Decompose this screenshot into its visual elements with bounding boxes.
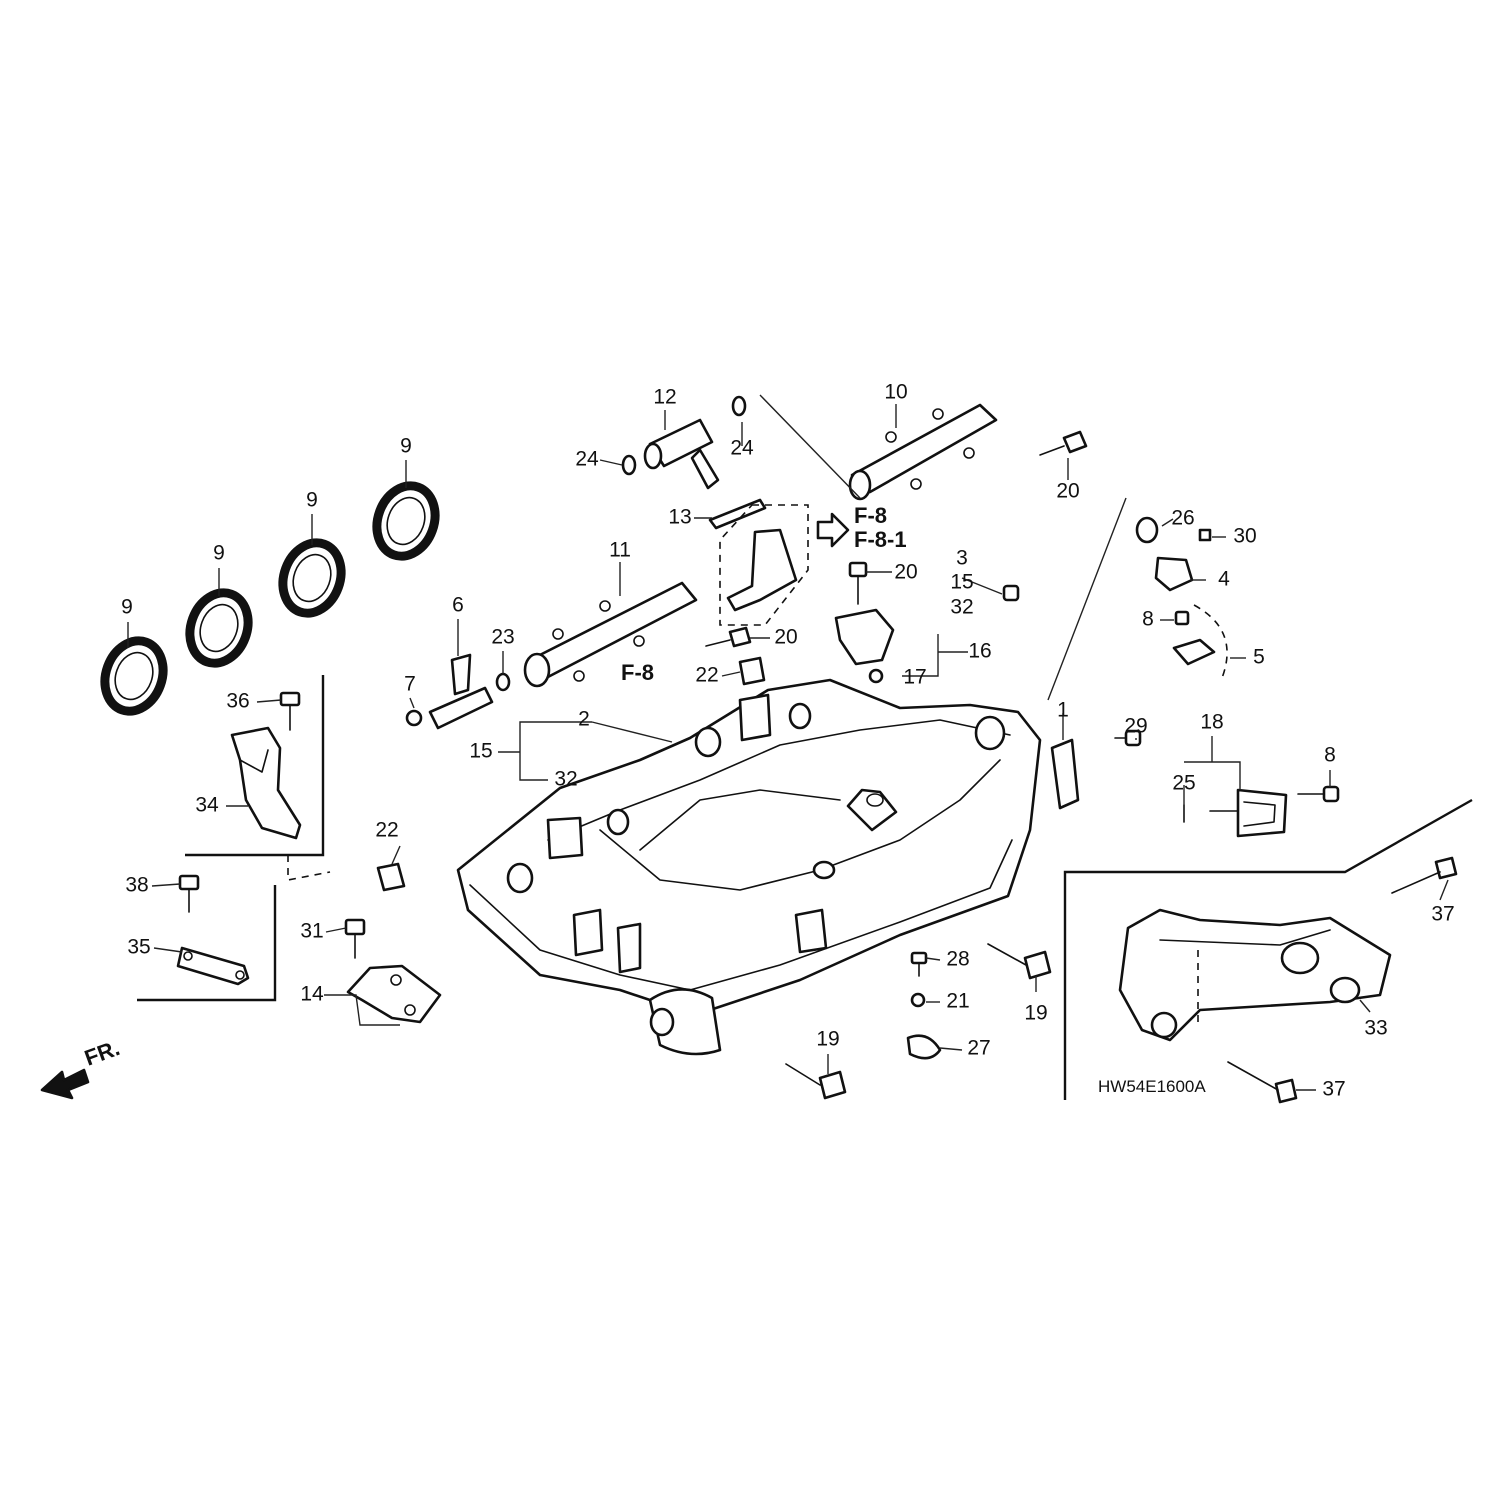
- ref-label: F-8: [621, 660, 654, 685]
- nut-21: [910, 992, 926, 1008]
- seal-ring: [100, 636, 168, 716]
- seal-ring-set: [100, 481, 440, 716]
- bolt-31: [344, 918, 366, 959]
- callout-13: 13: [668, 506, 691, 529]
- callout-37: 37: [1431, 903, 1454, 926]
- callout-1: 1: [1057, 699, 1069, 722]
- callout-31: 31: [300, 920, 323, 943]
- callout-22: 22: [375, 819, 398, 842]
- callout-18: 18: [1200, 711, 1223, 734]
- callout-2: 2: [578, 708, 590, 731]
- sensor-16: [834, 608, 895, 684]
- callout-32: 32: [554, 768, 577, 791]
- callout-9: 9: [121, 596, 133, 619]
- callout-32: 32: [950, 596, 973, 619]
- callout-6: 6: [452, 594, 464, 617]
- ref-arrow: [816, 512, 850, 548]
- collar-22: [738, 656, 766, 686]
- sensor-18: [1183, 785, 1340, 838]
- callout-12: 12: [653, 386, 676, 409]
- inset-33-box: [1063, 798, 1473, 1104]
- screw-36: [279, 691, 301, 731]
- clip-27: [906, 1034, 942, 1060]
- diagram-code: HW54E1600A: [1098, 1077, 1206, 1096]
- bolt-37: [1391, 856, 1458, 894]
- callout-3: 3: [956, 547, 968, 570]
- seal-ring: [278, 538, 346, 618]
- callout-20: 20: [774, 626, 797, 649]
- callout-15: 15: [469, 740, 492, 763]
- callout-27: 27: [967, 1037, 990, 1060]
- direction-label: FR.: [81, 1035, 123, 1071]
- callout-7: 7: [404, 673, 416, 696]
- callout-36: 36: [226, 690, 249, 713]
- callout-9: 9: [213, 542, 225, 565]
- callout-4: 4: [1218, 568, 1230, 591]
- connector-1: [1050, 729, 1142, 810]
- callout-22: 22: [695, 664, 718, 687]
- mount-case-frame: [456, 678, 1042, 1056]
- callout-8: 8: [1324, 744, 1336, 767]
- injector-6: [405, 653, 511, 730]
- callout-24: 24: [575, 448, 599, 471]
- plate-14: [346, 964, 442, 1024]
- fuel-rail-11: [523, 581, 698, 688]
- callout-26: 26: [1171, 507, 1194, 530]
- callout-30: 30: [1233, 525, 1256, 548]
- fuel-rail-10: [848, 403, 998, 501]
- seal-ring: [372, 481, 440, 561]
- callout-33: 33: [1364, 1017, 1387, 1040]
- callout-20: 20: [1056, 480, 1079, 503]
- arm-33: [1118, 908, 1392, 1042]
- bolt-20: [848, 561, 868, 605]
- bolt-20: [1039, 430, 1088, 456]
- plug-15: [1002, 584, 1020, 602]
- callout-9: 9: [400, 435, 412, 458]
- callout-20: 20: [894, 561, 917, 584]
- seal-ring: [185, 588, 253, 668]
- callout-28: 28: [946, 948, 969, 971]
- bracket-34: [230, 726, 302, 840]
- callout-17: 17: [903, 666, 926, 689]
- ref-label: F-8: [854, 503, 887, 528]
- callout-37: 37: [1322, 1078, 1345, 1101]
- front-direction-arrow: [40, 1068, 90, 1100]
- callout-19: 19: [816, 1028, 839, 1051]
- callout-19: 19: [1024, 1002, 1047, 1025]
- callout-11: 11: [609, 539, 631, 562]
- callout-29: 29: [1124, 715, 1147, 738]
- plate-35: [176, 946, 250, 986]
- collar-22: [376, 862, 406, 892]
- ref-label: F-8-1: [854, 527, 907, 552]
- screw-28: [910, 951, 928, 977]
- sensor-4: [1135, 516, 1212, 592]
- callout-numbers: 9 9 9 9 36 34 38 35 12 24 24 13 11 10 20…: [121, 381, 1455, 1101]
- callout-10: 10: [884, 381, 907, 404]
- callout-14: 14: [300, 983, 324, 1006]
- callout-35: 35: [127, 936, 150, 959]
- callout-23: 23: [491, 626, 514, 649]
- callout-24: 24: [730, 437, 754, 460]
- callout-8: 8: [1142, 608, 1154, 631]
- injector-box: [719, 504, 809, 626]
- bolt-19: [987, 943, 1052, 980]
- bolt-19: [785, 1063, 847, 1100]
- callout-25: 25: [1172, 772, 1195, 795]
- leader-lines: [127, 394, 1449, 1091]
- clamp-5: [1172, 604, 1228, 679]
- callout-16: 16: [968, 640, 991, 663]
- joint-12: [643, 418, 720, 490]
- callout-15: 15: [950, 571, 973, 594]
- callout-38: 38: [125, 874, 148, 897]
- bolt-20: [705, 626, 752, 648]
- callout-34: 34: [195, 794, 219, 817]
- callout-9: 9: [306, 489, 318, 512]
- gasket-24: [621, 395, 747, 476]
- callout-5: 5: [1253, 646, 1265, 669]
- bolt-37: [1227, 1061, 1298, 1104]
- bolt-38: [178, 874, 200, 913]
- callout-21: 21: [946, 990, 969, 1013]
- bracket-34-box: [137, 675, 331, 1002]
